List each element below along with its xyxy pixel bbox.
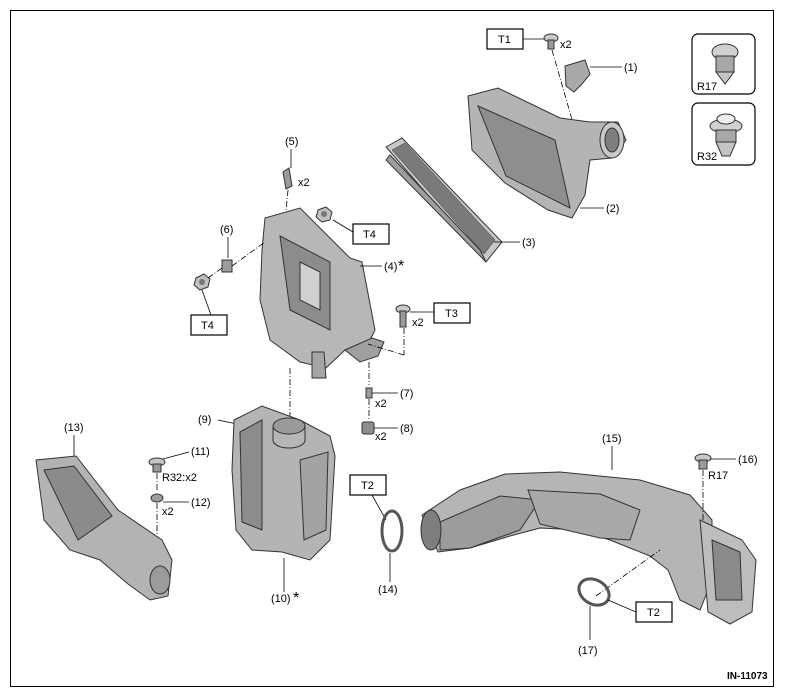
torque-label-t2b: T2 <box>647 607 660 619</box>
part-5-clip <box>282 167 293 190</box>
label-part-4: (4) <box>384 261 397 273</box>
qty-t3: x2 <box>412 317 424 329</box>
label-part-15: (15) <box>602 433 622 445</box>
part-6-grommet <box>221 259 233 273</box>
qty-part-7: x2 <box>375 398 387 410</box>
part-2-upper-case <box>467 87 627 219</box>
part-14-clamp <box>380 509 404 553</box>
qty-part-16: R17 <box>708 470 728 482</box>
label-part-3: (3) <box>522 237 535 249</box>
label-part-1: (1) <box>624 62 637 74</box>
torque-label-t1: T1 <box>498 34 511 46</box>
label-part-16: (16) <box>738 454 758 466</box>
label-part-2: (2) <box>606 203 619 215</box>
label-part-5: (5) <box>285 136 298 148</box>
asterisk-part-10: * <box>293 590 299 607</box>
qty-part-11: R32:x2 <box>162 472 197 484</box>
label-part-9: (9) <box>198 414 211 426</box>
torque-label-t4b: T4 <box>201 320 214 332</box>
part-12-grommet <box>150 493 164 503</box>
part-15-intake-duct <box>420 471 757 625</box>
label-part-14: (14) <box>378 584 398 596</box>
torque-box-t4b: T4 <box>190 314 228 336</box>
torque-label-t3: T3 <box>445 308 458 320</box>
label-part-13: (13) <box>64 422 84 434</box>
diagram-id: IN-11073 <box>727 671 768 682</box>
bolt-t1 <box>543 33 559 50</box>
part-13-inlet-duct <box>35 455 173 601</box>
label-part-17: (17) <box>578 645 598 657</box>
clip-label-r32: R32 <box>697 151 717 163</box>
asterisk-part-4: * <box>398 258 404 275</box>
label-part-11: (11) <box>191 446 210 458</box>
clip-label-r17: R17 <box>697 81 717 93</box>
part-8-bushing <box>361 421 375 435</box>
part-7-spacer <box>365 387 373 399</box>
qty-part-12: x2 <box>162 506 174 518</box>
label-part-10: (10) <box>271 593 291 605</box>
torque-box-t4a: T4 <box>352 223 390 245</box>
nut-t4-lower <box>193 273 211 291</box>
diagram-frame <box>10 10 774 687</box>
part-11-clip <box>148 457 166 473</box>
label-part-6: (6) <box>220 224 233 236</box>
torque-box-t3: T3 <box>433 302 471 324</box>
qty-part-8: x2 <box>375 431 387 443</box>
torque-label-t2a: T2 <box>361 480 374 492</box>
torque-box-t2b: T2 <box>635 601 673 623</box>
label-part-8: (8) <box>400 423 413 435</box>
part-10-lower-case <box>231 405 336 561</box>
part-1-bracket <box>564 59 591 93</box>
qty-t1: x2 <box>560 39 572 51</box>
torque-box-t2a: T2 <box>349 474 387 496</box>
torque-box-t1: T1 <box>486 28 524 50</box>
label-part-12: (12) <box>191 497 211 509</box>
torque-label-t4a: T4 <box>363 229 376 241</box>
clip-legend-r32: R32 <box>691 102 756 166</box>
clip-legend-r17: R17 <box>691 33 756 95</box>
nut-t4-upper <box>315 206 333 223</box>
qty-part-5: x2 <box>298 177 310 189</box>
part-17-clamp <box>577 577 611 607</box>
part-4-case-bracket <box>259 207 385 379</box>
label-part-7: (7) <box>400 388 413 400</box>
part-3-filter-element <box>385 137 503 263</box>
bolt-t3 <box>395 304 411 328</box>
part-16-clip <box>694 453 712 470</box>
